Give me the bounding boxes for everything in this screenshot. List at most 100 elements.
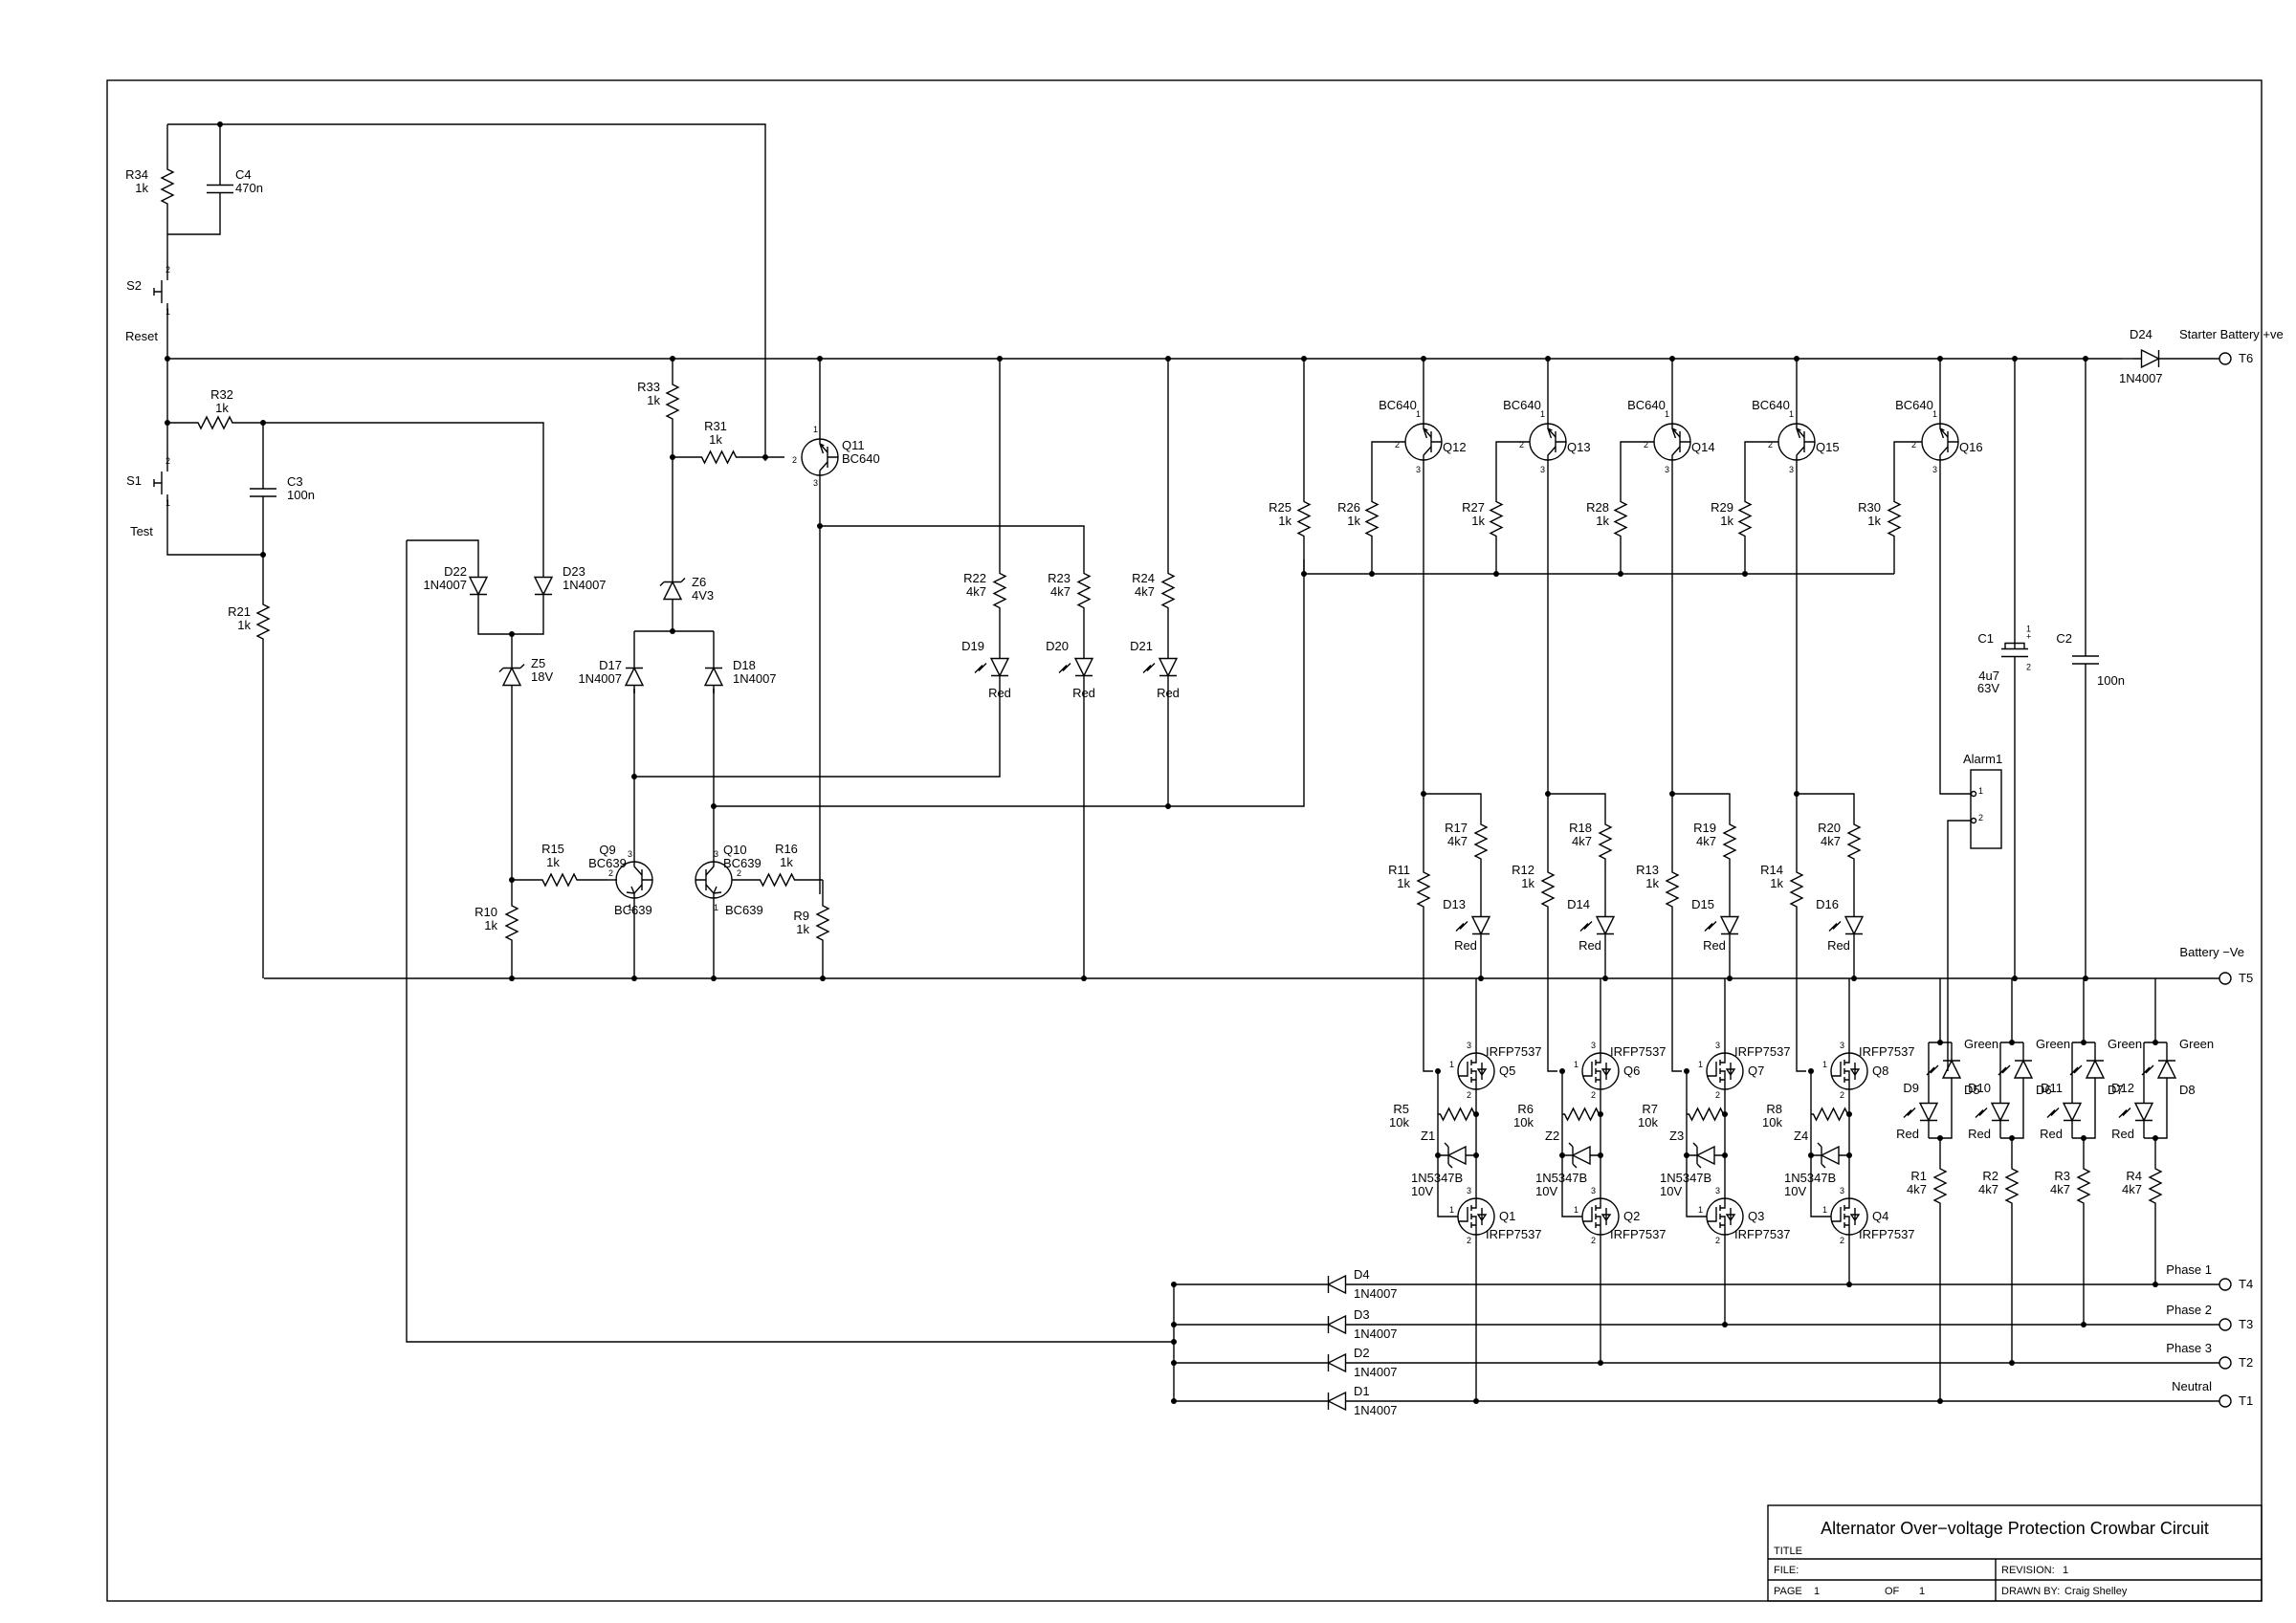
part-value: 1k [1278, 514, 1292, 528]
pin [1970, 790, 1977, 798]
switch-name: Test [130, 524, 153, 538]
part-ref: R15 [541, 842, 564, 856]
transistor-leads [819, 434, 828, 480]
junction-dot [1171, 1339, 1177, 1345]
pin-number: 3 [1591, 1186, 1596, 1195]
pin-number: 3 [1467, 1186, 1471, 1195]
part-value: IRFP7537 [1486, 1044, 1542, 1059]
pin-number: 1 [1932, 409, 1937, 419]
led-d21 [1142, 650, 1179, 684]
net-label: Starter Battery +ve [2179, 327, 2284, 341]
junction-dot [2081, 1322, 2086, 1327]
resistor-body [1076, 569, 1092, 612]
emitter-arrow [819, 443, 825, 454]
pin-number: 1 [1574, 1205, 1578, 1215]
part-ref: Q10 [723, 843, 747, 857]
wire [819, 480, 1085, 569]
junction-dot [1684, 1152, 1689, 1158]
pin-number: 1 [1698, 1060, 1703, 1069]
switch-name: Reset [125, 329, 158, 343]
resistor-body [1722, 818, 1737, 866]
part-ref: D4 [1354, 1267, 1370, 1282]
resistor-body [1613, 497, 1628, 540]
part-value: BC640 [1503, 398, 1541, 412]
junction-dot [631, 774, 637, 779]
resistor-r22 [992, 569, 1007, 612]
of-label: OF [1885, 1586, 1900, 1597]
pin-number: 2 [1768, 440, 1773, 450]
terminal-t2 [2219, 1356, 2232, 1370]
zener-z6 [659, 574, 686, 607]
resistor-r26 [1364, 497, 1380, 540]
diode-d1 [1320, 1391, 1354, 1412]
part-ref: D22 [444, 564, 467, 579]
wire [167, 201, 221, 235]
mosfet-body [1458, 1048, 1488, 1094]
part-value: BC639 [725, 903, 763, 917]
junction-dot [820, 976, 826, 981]
part-ref: Q5 [1499, 1064, 1515, 1078]
part-value: 4k7 [1821, 834, 1841, 848]
emitter-arrow [1796, 428, 1801, 439]
part-value: 1N4007 [423, 578, 467, 592]
led-d11 [2046, 1095, 2083, 1129]
part-value: Red [2111, 1127, 2134, 1141]
transistor-base [1679, 431, 1690, 452]
pin-number: 2 [792, 455, 797, 465]
led-emission-arrows [1998, 1064, 2011, 1076]
transistor-leads [1547, 419, 1556, 465]
part-ref: R10 [475, 905, 497, 919]
part-value: 4k7 [2050, 1182, 2070, 1196]
diode-d2 [1320, 1352, 1354, 1373]
part-ref: R23 [1048, 571, 1071, 585]
wire [166, 521, 263, 556]
resistor-r2 [2004, 1162, 2020, 1210]
pin-number: 1 [1822, 1205, 1827, 1215]
led-d14 [1579, 909, 1616, 942]
transistor-base [641, 869, 652, 890]
part-value: 1N4007 [563, 578, 607, 592]
resistor-body [1489, 497, 1504, 540]
transistor-q9 [615, 857, 653, 903]
resistor-body [1887, 497, 1902, 540]
part-value: 1N5347B [1411, 1171, 1463, 1185]
title-block-frame [1767, 1504, 2263, 1602]
wire [407, 539, 479, 569]
resistor-body [1540, 866, 1556, 913]
net-label: Neutral [2172, 1379, 2212, 1393]
title-label: TITLE [1774, 1546, 1802, 1557]
transistor-base [1947, 431, 1958, 452]
led-d13 [1455, 909, 1491, 942]
resistor-r3 [2076, 1162, 2091, 1210]
zener-z5 [498, 660, 525, 693]
zener-diode-body [1687, 1142, 1725, 1169]
junction-dot [1846, 1152, 1852, 1158]
junction-dot [2152, 1135, 2158, 1141]
part-ref: R1 [1910, 1169, 1927, 1183]
part-value: 1N4007 [1354, 1403, 1398, 1417]
junction-dot [1937, 356, 1943, 362]
part-ref: Z4 [1794, 1129, 1808, 1143]
net-label: Battery −Ve [2179, 945, 2244, 959]
part-value: 4k7 [1050, 584, 1071, 599]
junction-dot [217, 121, 223, 127]
part-value: 1N4007 [1354, 1365, 1398, 1379]
wire [714, 559, 1305, 807]
part-value: BC639 [723, 856, 762, 870]
part-ref: D14 [1567, 897, 1590, 911]
capacitor-c4 [207, 177, 233, 201]
part-value: Green [2179, 1037, 2214, 1051]
pin-number: 1 [714, 903, 718, 912]
wire [1796, 913, 1806, 1072]
component-layer [153, 158, 2232, 1412]
part-value: IRFP7537 [1734, 1227, 1791, 1241]
resistor-body [255, 593, 271, 650]
diode-body [1320, 1391, 1354, 1412]
mosfet-q3 [1706, 1194, 1744, 1239]
resistor-r25 [1296, 497, 1312, 540]
resistor-r31 [673, 450, 765, 465]
zener-diode-body [498, 660, 525, 693]
part-ref: R24 [1132, 571, 1155, 585]
junction-dot [1851, 976, 1857, 981]
led-d15 [1704, 909, 1740, 942]
